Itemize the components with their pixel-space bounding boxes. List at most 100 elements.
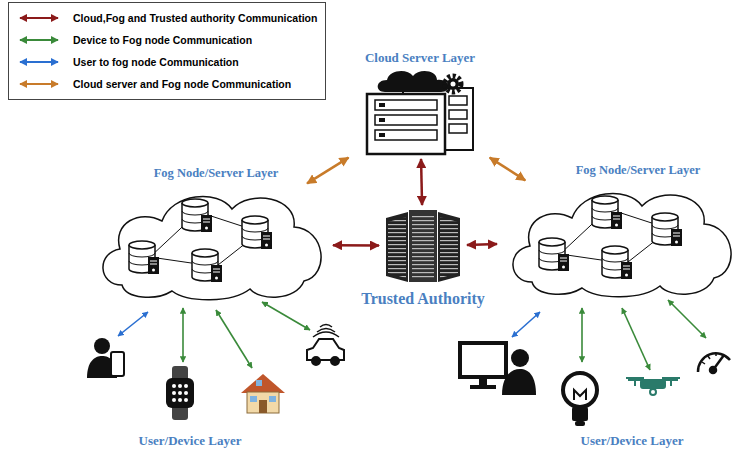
drawing-part [375,115,437,125]
drawing-part [615,224,618,227]
legend-text: Cloud server and Fog node Communication [73,78,291,90]
legend-arrow [15,35,63,45]
drawing-part [670,380,672,386]
drawing-part [449,124,467,133]
drawing-part [502,369,536,395]
drawing-part [269,396,276,402]
drawing-part [562,266,565,269]
drawing-part [184,398,188,402]
legend-row: Cloud,Fog and Trusted authority Communic… [15,7,317,29]
drawing-part [262,302,310,330]
cloud-server-node: Cloud Server Layer [345,70,495,156]
drawing-part [172,384,176,388]
drawing-part [375,100,437,110]
drawing-part [447,78,459,90]
house-icon [241,374,285,413]
legend-arrow [15,57,63,67]
drawing-part [172,391,176,395]
drawing-part [710,367,716,373]
drawing-part [650,389,656,395]
drawing-part [20,39,58,41]
drawing-part [513,194,731,297]
drawing-part [581,308,583,362]
drawing-part [560,258,567,261]
drawing-part [572,407,588,421]
drawing-part [172,384,188,402]
drawing-part [312,357,320,365]
database-icon [182,199,212,232]
drawing-part [592,196,618,204]
smartwatch-icon [166,366,194,420]
drawing-part [470,385,496,389]
drawing-part [702,353,716,364]
legend-arrow [15,13,63,23]
legend-arrow [15,79,63,89]
drawing-part [331,357,339,365]
drawing-part [412,214,434,278]
drawing-part [103,197,321,300]
fog-cloud-shape [500,182,734,300]
drawing-part [611,212,622,229]
drawing-part [111,352,124,376]
gauge-icon [698,353,730,373]
drawing-part [241,374,285,393]
legend-text: User to fog node Communication [73,56,239,68]
legend-row: Device to Fog node Communication [15,29,317,51]
drawing-part [574,390,586,400]
drawing-part [386,212,408,282]
database-icon [592,196,622,229]
smart-bulb-icon [563,373,597,426]
drawing-part [668,300,706,338]
drawing-part [379,133,385,137]
fog-cloud-shape [90,185,330,303]
drawing-part [118,312,148,336]
drawing-part [626,377,644,379]
drawing-part [216,310,252,368]
fog-cloud-node: Fog Node/Server Layer [500,182,734,300]
connector-arrow [421,159,422,205]
layer-label: Fog Node/Server Layer [154,166,279,181]
drawing-part [129,241,155,249]
drawing-part [511,349,529,367]
drawing-part [634,380,636,386]
drawing-part [242,216,268,224]
drawing-part [367,94,445,154]
drawing-part [184,384,188,388]
drawing-part [203,219,210,222]
drawing-part [375,130,437,140]
legend-box: Cloud,Fog and Trusted authority Communic… [8,2,326,100]
user-phone-icon [87,338,124,378]
drawing-part [205,227,208,230]
drawing-part [379,118,385,122]
drawing-part [451,82,456,87]
drawing-part [178,398,182,402]
legend-text: Cloud,Fog and Trusted authority Communic… [73,12,317,24]
drawing-part [379,103,385,107]
drawing-part [388,217,406,278]
drawing-part [259,400,267,413]
connector-arrow [490,158,526,181]
drawing-part [211,265,222,282]
legend-row: User to fog node Communication [15,51,317,73]
legend-row: Cloud server and Fog node Communication [15,73,317,95]
drawing-part [449,110,467,119]
drawing-part [438,212,460,282]
database-icon [242,216,272,249]
connector-arrow [333,244,379,247]
layer-label: User/Device Layer [581,433,684,449]
drawing-part [673,233,680,236]
drawing-part [662,377,680,379]
drawing-part [409,210,437,282]
connector-arrow [307,158,348,184]
drawing-part [698,353,730,372]
drawing-part [166,378,194,408]
drawing-part [622,308,650,370]
legend-text: Device to Fog node Communication [73,34,252,46]
drawing-part [539,238,565,246]
drawing-part [671,229,682,246]
drawing-part [152,269,155,272]
drawing-part [182,308,184,362]
drawing-part [641,380,665,388]
connected-car-icon [307,325,344,366]
database-icon [539,238,569,271]
